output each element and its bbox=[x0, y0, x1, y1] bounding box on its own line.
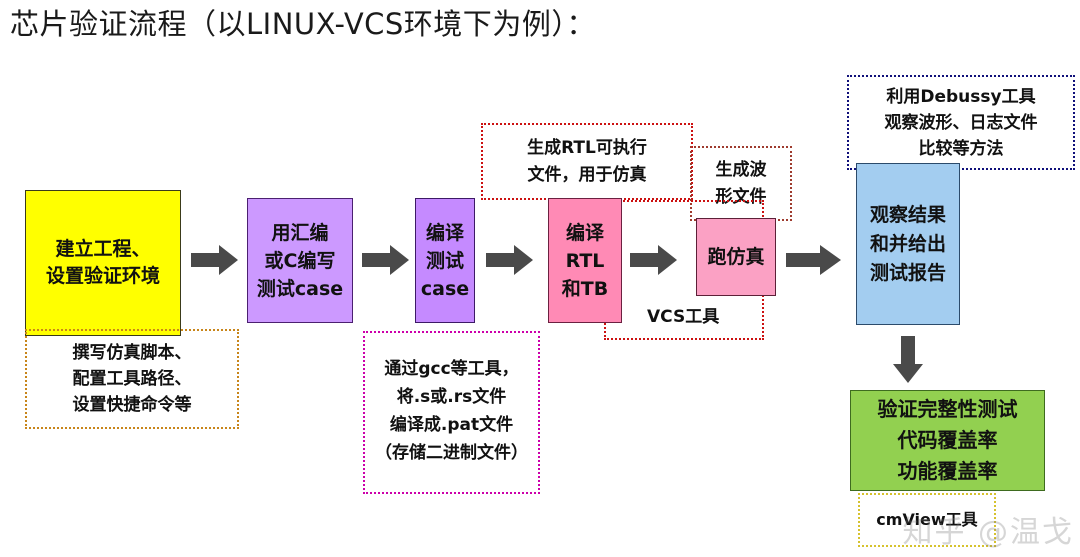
note-gcc-detail-line-2: 将.s或.rs文件 bbox=[396, 387, 507, 407]
arrow-setup-to-write bbox=[191, 243, 239, 277]
step-box-compile-rtl-line-2: RTL bbox=[565, 249, 605, 272]
step-box-observe-result-line-3: 测试报告 bbox=[869, 261, 946, 284]
step-box-observe-result-line-1: 观察结果 bbox=[869, 203, 946, 226]
step-box-compile-case-line-3: case bbox=[420, 277, 470, 300]
page-title: 芯片验证流程（以LINUX-VCS环境下为例）： bbox=[10, 7, 596, 41]
label-vcs-tool: VCS工具 bbox=[647, 307, 720, 327]
step-box-coverage-line-3: 功能覆盖率 bbox=[897, 459, 998, 483]
note-setup-detail-line-1: 撰写仿真脚本、 bbox=[72, 343, 192, 363]
note-gcc-detail-line-3: 编译成.pat文件 bbox=[389, 415, 514, 435]
step-box-write-case-line-1: 用汇编 bbox=[271, 221, 329, 244]
step-box-compile-rtl[interactable]: 编译 RTL 和TB bbox=[548, 198, 622, 323]
note-debussy-line-3: 比较等方法 bbox=[918, 138, 1004, 159]
note-gcc-detail: 通过gcc等工具， 将.s或.rs文件 编译成.pat文件 （存储二进制文件） bbox=[363, 331, 540, 494]
note-debussy-line-2: 观察波形、日志文件 bbox=[884, 112, 1038, 133]
step-box-compile-case-line-1: 编译 bbox=[425, 221, 464, 244]
step-box-run-sim[interactable]: 跑仿真 bbox=[696, 218, 776, 296]
arrow-rtl-to-runsim bbox=[630, 243, 678, 277]
note-setup-detail-line-2: 配置工具路径、 bbox=[72, 369, 192, 389]
step-box-compile-rtl-line-1: 编译 bbox=[565, 221, 604, 244]
note-gcc-detail-line-4: （存储二进制文件） bbox=[375, 443, 528, 463]
arrow-write-to-compile-case bbox=[362, 243, 410, 277]
note-debussy-line-1: 利用Debussy工具 bbox=[886, 86, 1036, 107]
step-box-coverage-line-2: 代码覆盖率 bbox=[897, 428, 998, 452]
step-box-setup-line-2: 设置验证环境 bbox=[45, 265, 160, 287]
step-box-compile-rtl-line-3: 和TB bbox=[561, 277, 609, 300]
step-box-compile-case[interactable]: 编译 测试 case bbox=[415, 198, 475, 323]
step-box-write-case-line-2: 或C编写 bbox=[264, 249, 336, 272]
step-box-setup-line-1: 建立工程、 bbox=[55, 238, 151, 260]
step-box-coverage[interactable]: 验证完整性测试 代码覆盖率 功能覆盖率 bbox=[850, 390, 1045, 491]
step-box-write-case[interactable]: 用汇编 或C编写 测试case bbox=[247, 198, 353, 323]
note-setup-detail-line-3: 设置快捷命令等 bbox=[72, 395, 192, 415]
note-cmview: cmView工具 bbox=[858, 493, 996, 547]
arrow-compile-case-to-rtl bbox=[486, 243, 534, 277]
step-box-observe-result-line-2: 和并给出 bbox=[869, 232, 946, 255]
note-debussy: 利用Debussy工具 观察波形、日志文件 比较等方法 bbox=[847, 75, 1075, 170]
step-box-setup[interactable]: 建立工程、 设置验证环境 bbox=[25, 190, 181, 336]
note-rtl-exec-line-1: 生成RTL可执行 bbox=[527, 137, 647, 158]
note-rtl-exec: 生成RTL可执行 文件，用于仿真 bbox=[481, 123, 693, 200]
step-box-write-case-line-3: 测试case bbox=[256, 277, 344, 300]
arrow-runsim-to-observe bbox=[786, 243, 842, 277]
arrow-observe-to-coverage bbox=[890, 336, 926, 384]
note-setup-detail: 撰写仿真脚本、 配置工具路径、 设置快捷命令等 bbox=[25, 329, 239, 429]
step-box-coverage-line-1: 验证完整性测试 bbox=[877, 397, 1018, 421]
step-box-compile-case-line-2: 测试 bbox=[425, 249, 464, 272]
note-waveform-line-1: 生成波 bbox=[715, 159, 767, 180]
step-box-run-sim-line-1: 跑仿真 bbox=[707, 246, 765, 268]
note-rtl-exec-line-2: 文件，用于仿真 bbox=[527, 164, 647, 185]
note-gcc-detail-line-1: 通过gcc等工具， bbox=[384, 359, 519, 379]
note-cmview-line-1: cmView工具 bbox=[876, 510, 978, 529]
step-box-observe-result[interactable]: 观察结果 和并给出 测试报告 bbox=[856, 163, 960, 325]
